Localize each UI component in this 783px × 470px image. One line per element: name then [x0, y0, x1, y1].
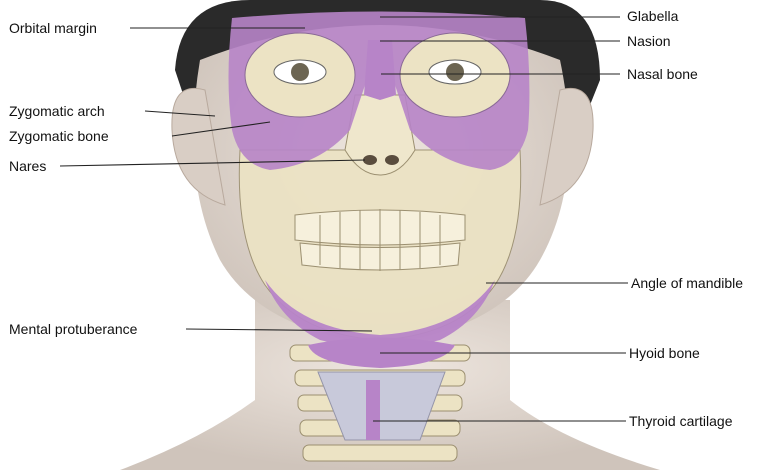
label-nasal-bone: Nasal bone — [627, 66, 698, 82]
teeth — [295, 209, 465, 271]
right-iris — [446, 63, 464, 81]
label-orbital-margin: Orbital margin — [9, 20, 97, 36]
label-zygomatic-bone: Zygomatic bone — [9, 128, 109, 144]
label-mental-protuberance: Mental protuberance — [9, 321, 137, 337]
label-nasion: Nasion — [627, 33, 671, 49]
label-zygomatic-arch: Zygomatic arch — [9, 103, 105, 119]
left-naris — [363, 155, 377, 165]
label-hyoid-bone: Hyoid bone — [629, 345, 700, 361]
right-naris — [385, 155, 399, 165]
label-nares: Nares — [9, 158, 46, 174]
label-glabella: Glabella — [627, 8, 678, 24]
nasal-bone-highlight — [364, 40, 396, 100]
label-thyroid-cartilage: Thyroid cartilage — [629, 413, 733, 429]
left-iris — [291, 63, 309, 81]
label-angle-of-mandible: Angle of mandible — [631, 275, 743, 291]
thyroid-highlight — [366, 380, 380, 440]
